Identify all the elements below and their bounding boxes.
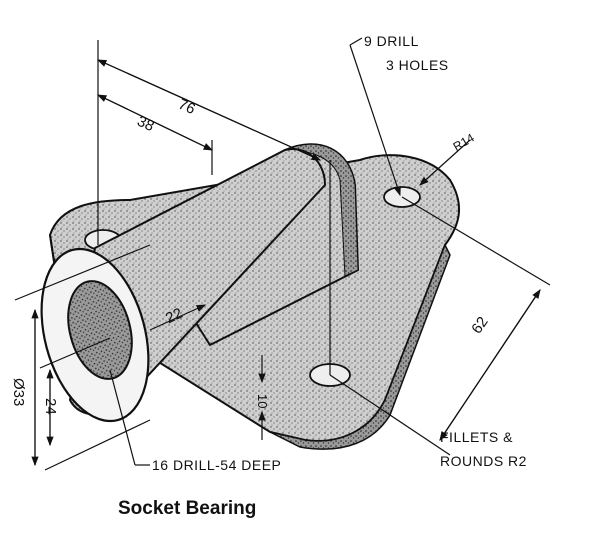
note-bore: 16 DRILL-54 DEEP (152, 457, 281, 473)
dim-overall-length: 76 (176, 96, 198, 118)
dim-base-width: 62 (468, 314, 491, 337)
note-hole-drill-line2: 3 HOLES (386, 57, 449, 73)
note-hole-drill-line1: 9 DRILL (364, 33, 419, 49)
dim-slot-width: 22 (163, 305, 185, 327)
bore-hole (67, 280, 133, 380)
dimension-lines (14, 37, 551, 471)
dim-base-thickness: 10 (255, 394, 270, 408)
note-fillets-line2: ROUNDS R2 (440, 453, 527, 469)
note-fillets-line1: FILLETS & (440, 429, 513, 445)
cylinder (40, 148, 327, 423)
dim-center-height: 24 (42, 398, 59, 415)
dim-boss-length: 38 (135, 113, 157, 135)
dim-corner-radius: R14 (451, 130, 477, 153)
dim-outer-diameter: Ø33 (10, 378, 27, 406)
figure-caption: Socket Bearing (118, 498, 257, 519)
